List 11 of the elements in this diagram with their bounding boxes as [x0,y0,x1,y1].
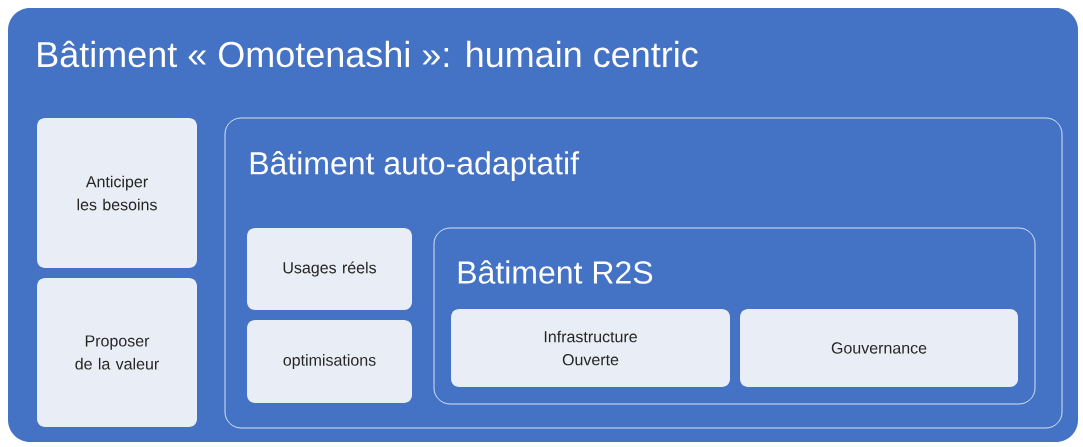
text-card: Infrastructure Ouverte [451,309,730,387]
box-title: Bâtiment R2S [458,260,653,284]
text-card: Proposer de la valeur [37,278,197,427]
text-card: optimisations [247,320,412,403]
text-card: Anticiper les besoins [37,118,197,268]
text-card: Usages réels [247,228,412,310]
nested-frame [224,117,1063,429]
box-title: Bâtiment « Omotenashi »: humain centric [38,40,698,68]
text-card: Gouvernance [740,309,1018,387]
box-title: Bâtiment auto-adaptatif [250,151,580,181]
nested-frame [433,227,1036,405]
